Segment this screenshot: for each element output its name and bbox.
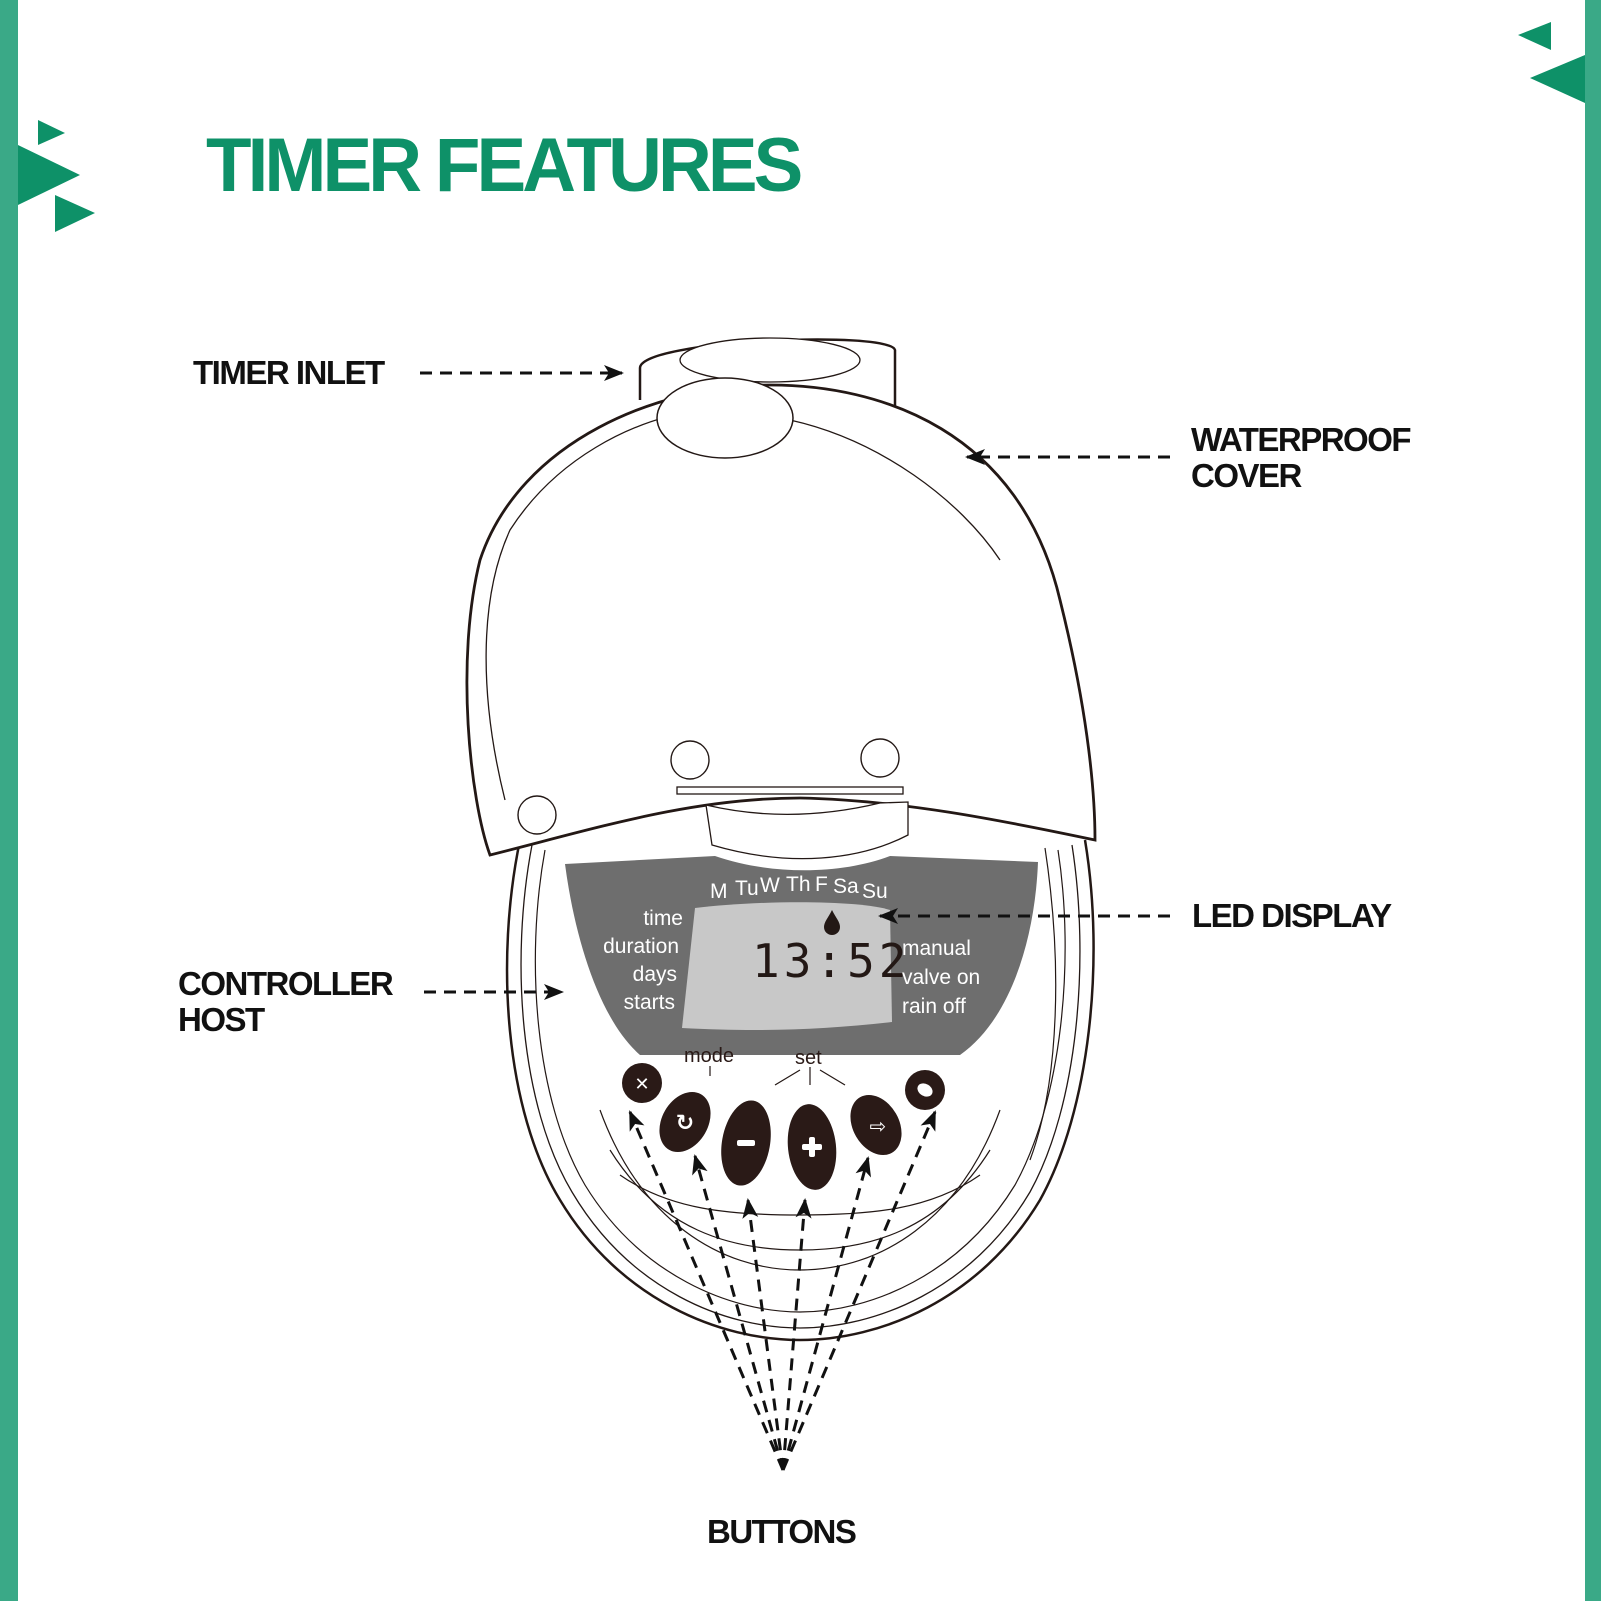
label-led-display: LED DISPLAY [1192,897,1392,934]
right-accent-bar [1585,0,1601,1601]
lcd-screen [682,902,892,1030]
svg-text:valve on: valve on [902,966,980,989]
label-waterproof-cover-line1: WATERPROOF [1191,421,1412,458]
button-row: ✕ ↻ ⇨ [616,1057,951,1200]
svg-text:manual: manual [902,937,971,960]
svg-text:days: days [633,963,677,986]
label-controller-host: CONTROLLER HOST [178,965,394,1038]
svg-text:rain off: rain off [902,995,966,1018]
minus-button[interactable] [707,1088,785,1197]
label-waterproof-cover: WATERPROOF COVER [1191,421,1412,494]
decorative-triangles-right [1518,22,1585,103]
mode-label: mode [684,1045,734,1067]
svg-text:M: M [710,880,728,903]
plus-button[interactable] [776,1094,848,1200]
rain-off-button[interactable]: ✕ [616,1057,668,1109]
right-arrow-icon: ⇨ [870,1114,887,1138]
svg-text:Tu: Tu [735,877,759,900]
label-timer-inlet: TIMER INLET [193,354,385,391]
set-label: set [795,1047,822,1069]
left-accent-bar [0,0,18,1601]
lcd-left-modes: time duration days starts [603,907,683,1014]
rain-sprinkler-icon: ✕ [634,1074,649,1095]
decorative-triangles-left [18,120,95,232]
callout-arrows [420,365,1170,1471]
lcd-time: 13:52 [752,934,910,988]
water-drop-icon [824,910,840,935]
cycle-arrow-icon: ↻ [676,1111,694,1136]
svg-text:time: time [643,907,683,930]
label-controller-host-line2: HOST [178,1001,265,1038]
lcd-right-modes: manual valve on rain off [902,937,980,1018]
label-buttons: BUTTONS [707,1513,857,1550]
svg-text:Th: Th [786,873,811,896]
plus-icon [802,1137,822,1157]
svg-text:duration: duration [603,935,679,958]
hand-icon [917,1083,933,1097]
waterproof-cover [465,337,1097,860]
minus-icon [737,1140,755,1146]
svg-text:Sa: Sa [833,875,859,898]
svg-text:F: F [815,873,828,896]
page-title: TIMER FEATURES [206,123,803,208]
next-button[interactable]: ⇨ [831,1077,921,1173]
mode-button[interactable]: ↻ [640,1074,730,1170]
svg-text:W: W [760,874,780,897]
manual-button[interactable] [899,1064,951,1116]
label-controller-host-line1: CONTROLLER [178,965,394,1002]
label-waterproof-cover-line2: COVER [1191,457,1302,494]
svg-text:Su: Su [862,880,888,903]
lcd-days-row: M Tu W Th F Sa Su [710,873,888,903]
svg-text:starts: starts [624,991,675,1014]
